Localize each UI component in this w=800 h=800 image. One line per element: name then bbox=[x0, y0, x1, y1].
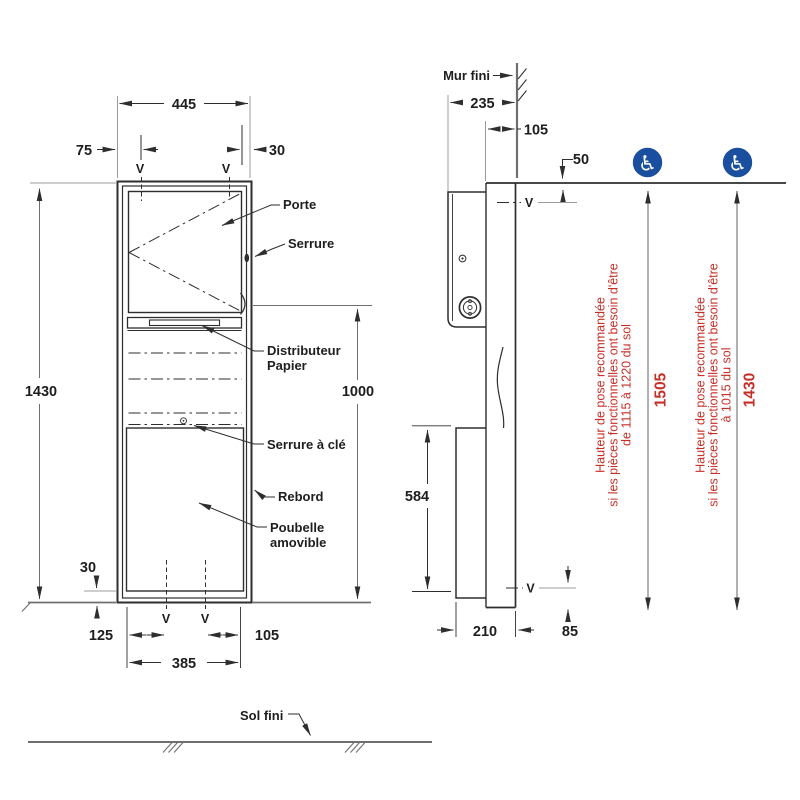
paper-slot-outer bbox=[126, 316, 243, 329]
wall-hatch bbox=[517, 68, 527, 80]
dim-bin-width: 385 bbox=[172, 656, 196, 672]
screw-mark: V bbox=[526, 582, 535, 596]
key-lock-pin bbox=[182, 419, 185, 422]
key-lock-circle bbox=[180, 417, 187, 425]
accessibility-icon-circle bbox=[722, 147, 753, 178]
dim-bottom-screw-offset: 85 bbox=[562, 624, 578, 640]
finished-floor: Sol fini bbox=[28, 708, 432, 753]
floor-hatch bbox=[344, 742, 355, 753]
lock-outer-ring bbox=[458, 296, 482, 319]
label-key-lock: Serrure à clé bbox=[267, 437, 346, 452]
door-swing-line bbox=[128, 252, 240, 311]
dim-bottom-rim: 30 bbox=[80, 560, 96, 576]
dim-screw-right-offset: 30 bbox=[269, 143, 285, 159]
dim-total-depth: 235 bbox=[470, 96, 494, 112]
annotation-2-line1: Hauteur de pose recommandée bbox=[694, 297, 708, 473]
dim-arrow bbox=[559, 159, 573, 179]
leader-dispenser bbox=[201, 325, 264, 352]
dim-screw-left-offset: 75 bbox=[76, 143, 92, 159]
accessibility-icon: ♿ bbox=[632, 147, 663, 178]
annotation-2-line2: si les pièces fonctionnelles ont besoin … bbox=[707, 263, 721, 507]
lock-notch bbox=[468, 299, 472, 304]
side-view: Mur fini 235 105 50 V bbox=[405, 63, 786, 640]
screw-mark: V bbox=[201, 612, 210, 626]
floor-hatch bbox=[173, 742, 184, 753]
upper-recessed-box bbox=[447, 191, 486, 328]
dim-overall-height: 1430 bbox=[25, 384, 57, 400]
lock-inner-ring bbox=[462, 300, 478, 315]
screw-mark: V bbox=[162, 612, 171, 626]
wall-hatch bbox=[517, 90, 527, 102]
annotation-2-value: 1430 bbox=[742, 373, 759, 407]
paper-roll-lines bbox=[128, 352, 242, 425]
door-corner-arc bbox=[240, 292, 246, 315]
dim-functional-height: 1000 bbox=[342, 384, 374, 400]
label-bin-1: Poubelle bbox=[270, 520, 324, 535]
label-dispenser-2: Papier bbox=[267, 358, 307, 373]
floor-hatch bbox=[168, 742, 178, 753]
label-bin-2: amovible bbox=[270, 535, 326, 550]
leader-finished-floor bbox=[288, 713, 311, 736]
chute-profile-curve bbox=[496, 346, 505, 429]
lock-notch bbox=[468, 311, 472, 316]
cabinet-outer-frame bbox=[116, 180, 253, 604]
label-door: Porte bbox=[283, 197, 316, 212]
cylinder-lock bbox=[458, 296, 482, 319]
dim-bin-right-offset: 105 bbox=[255, 628, 279, 644]
floor-hatch bbox=[162, 742, 173, 753]
dim-top-screw-offset: 50 bbox=[573, 152, 589, 168]
accessibility-icon-circle bbox=[632, 147, 663, 178]
label-edge: Rebord bbox=[278, 489, 324, 504]
door-lock-dot bbox=[244, 253, 250, 263]
leader-lock bbox=[254, 243, 286, 257]
height-annotations: Hauteur de pose recommandée si les pièce… bbox=[594, 147, 759, 611]
annotation-1-value: 1505 bbox=[653, 372, 670, 407]
dim-overall-width: 445 bbox=[172, 97, 196, 113]
front-view: 445 75 V 30 V 1430 1000 30 bbox=[21, 96, 374, 672]
ground-hatch bbox=[21, 602, 31, 612]
lower-recessed-box bbox=[455, 427, 486, 599]
leader-edge bbox=[254, 489, 275, 501]
dim-bin-left-offset: 125 bbox=[89, 628, 113, 644]
screw-mark: V bbox=[136, 162, 145, 176]
wheelchair-glyph: ♿ bbox=[638, 153, 657, 176]
leader-bin bbox=[198, 502, 267, 528]
height-annotation-1: Hauteur de pose recommandée si les pièce… bbox=[594, 147, 670, 611]
screw-center bbox=[461, 257, 464, 260]
floor-hatch bbox=[350, 742, 360, 753]
label-dispenser-1: Distributeur bbox=[267, 343, 341, 358]
label-lock: Serrure bbox=[288, 236, 334, 251]
dim-bottom-depth: 210 bbox=[473, 624, 497, 640]
paper-slot-inner bbox=[148, 319, 221, 327]
floor-hatch bbox=[355, 742, 366, 753]
annotation-1-line2: si les pièces fonctionnelles ont besoin … bbox=[607, 263, 621, 507]
dim-lower-body-height: 584 bbox=[405, 489, 429, 505]
wall-hatch bbox=[517, 79, 527, 91]
annotation-2-line3: à 1015 du sol bbox=[720, 347, 734, 422]
label-finished-floor: Sol fini bbox=[240, 708, 283, 723]
screw-head bbox=[458, 254, 467, 263]
door-panel bbox=[127, 190, 243, 314]
screw-mark: V bbox=[525, 196, 534, 210]
floor-hatches bbox=[162, 742, 366, 753]
door-swing-line bbox=[128, 193, 240, 253]
leader-key-lock bbox=[193, 425, 264, 445]
screw-mark: V bbox=[222, 162, 231, 176]
bin-compartment bbox=[125, 427, 245, 592]
accessibility-icon: ♿ bbox=[722, 147, 753, 178]
cabinet-inner-frame bbox=[121, 185, 248, 599]
label-finished-wall: Mur fini bbox=[443, 68, 490, 83]
height-annotation-2: Hauteur de pose recommandée si les pièce… bbox=[694, 147, 759, 611]
leader-door bbox=[221, 204, 280, 226]
wheelchair-glyph: ♿ bbox=[728, 153, 747, 176]
annotation-1-line3: de 1115 à 1220 du sol bbox=[620, 324, 634, 446]
lock-core bbox=[467, 304, 473, 311]
dim-front-depth: 105 bbox=[524, 123, 548, 139]
wall-hatches bbox=[517, 68, 527, 102]
annotation-1-line1: Hauteur de pose recommandée bbox=[594, 297, 608, 473]
